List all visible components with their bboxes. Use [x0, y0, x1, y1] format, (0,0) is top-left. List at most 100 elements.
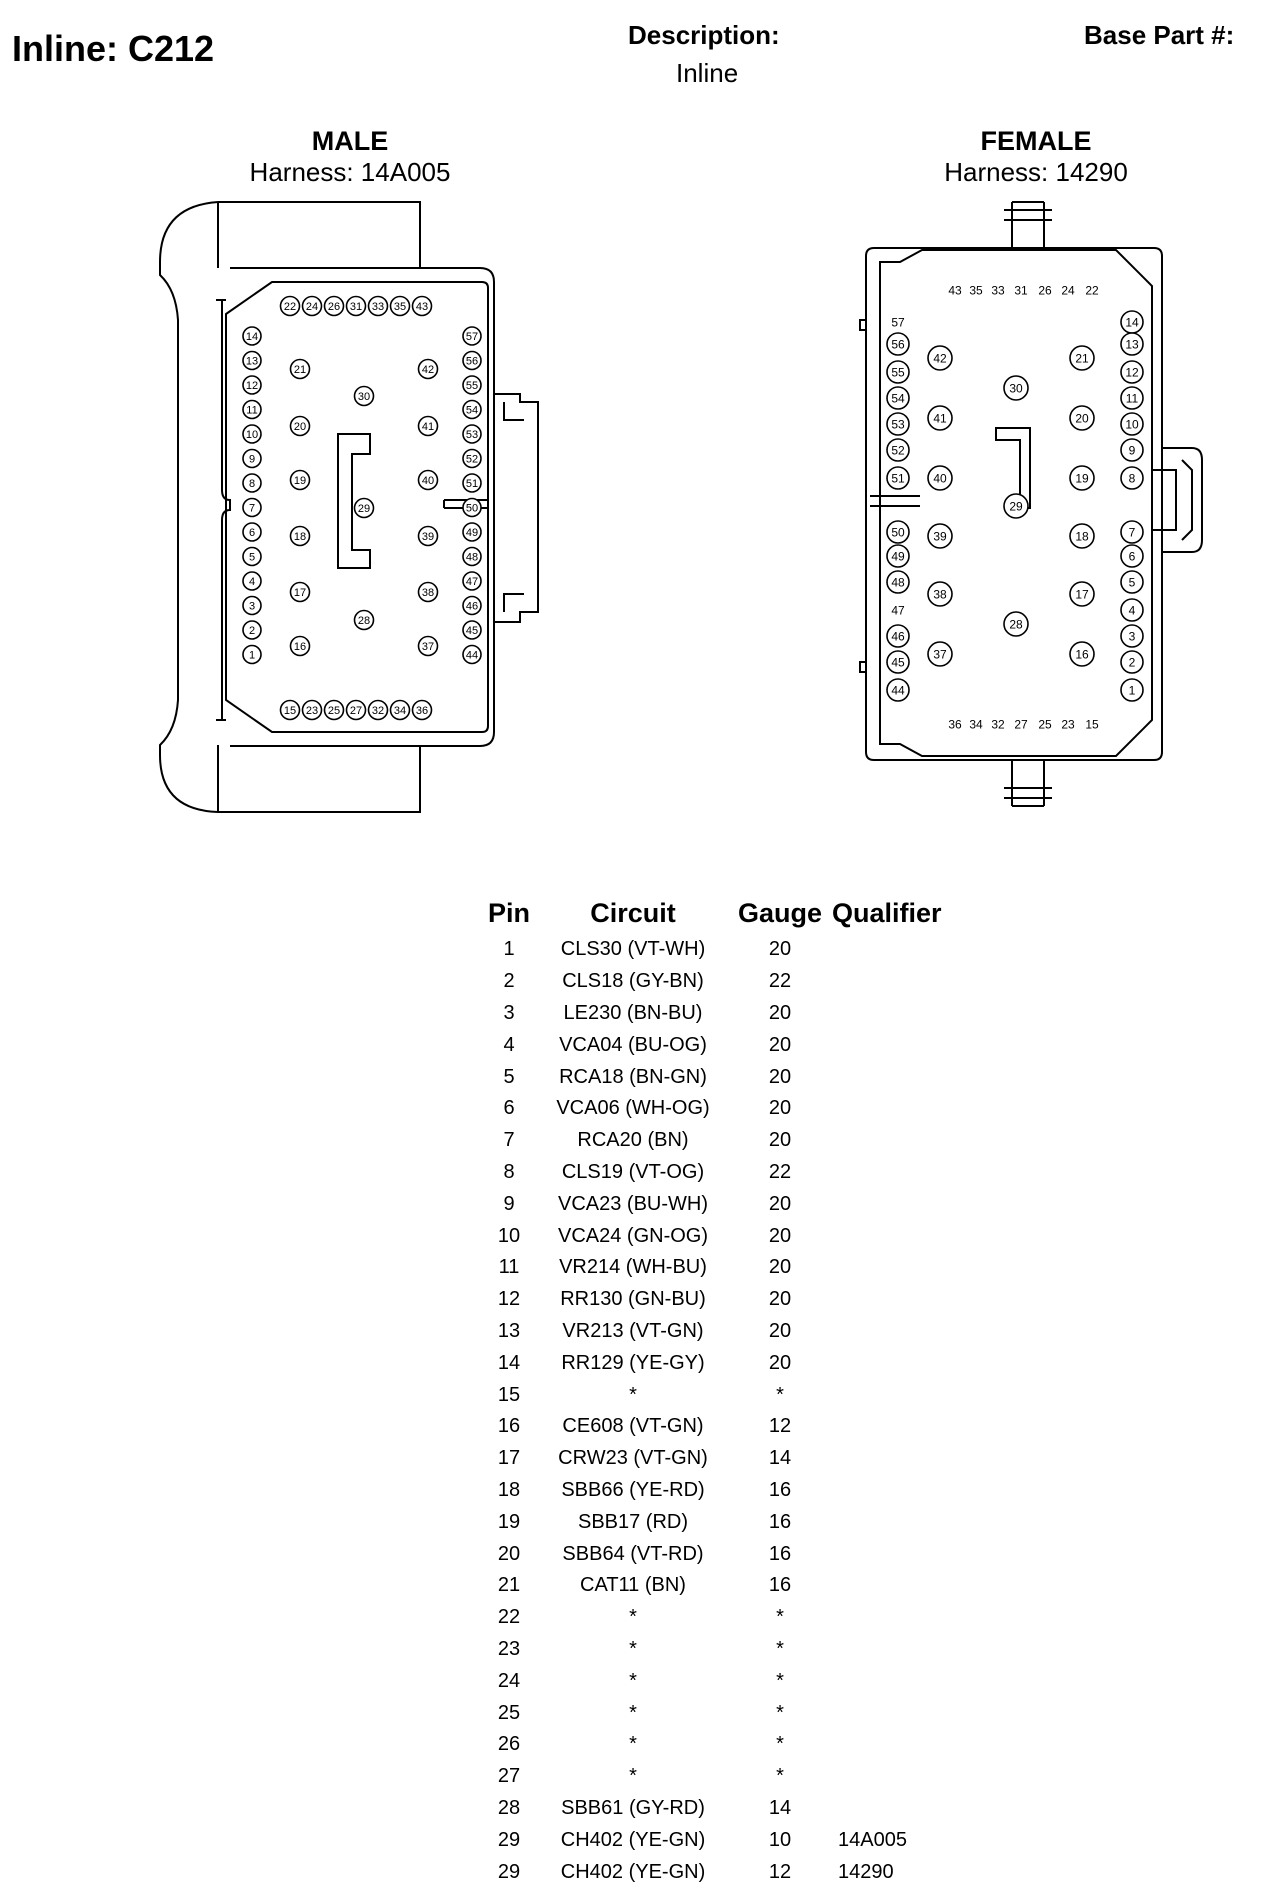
circuit-cell: RR130 (GN-BU) — [560, 1288, 706, 1311]
svg-text:44: 44 — [466, 649, 478, 661]
connector-pin: 44 — [886, 678, 910, 702]
svg-text:13: 13 — [246, 355, 258, 367]
connector-pin: 13 — [242, 350, 262, 371]
connector-pin: 50 — [886, 520, 910, 544]
connector-pin: 56 — [462, 350, 482, 371]
svg-text:26: 26 — [328, 301, 340, 313]
svg-text:35: 35 — [394, 301, 406, 313]
connector-pin: 17 — [1069, 581, 1095, 607]
connector-pin: 34 — [389, 699, 411, 721]
svg-text:44: 44 — [891, 683, 905, 697]
svg-text:6: 6 — [1129, 549, 1136, 563]
qualifier-cell — [832, 1475, 948, 1507]
connector-pin: 6 — [242, 522, 262, 542]
gauge-cell: * — [776, 1383, 784, 1406]
connector-pin: 38 — [927, 581, 953, 607]
gauge-cell: * — [776, 1733, 784, 1756]
female-label: FEMALE — [980, 126, 1092, 156]
gauge-cell: 16 — [768, 1542, 792, 1565]
pin-cell: 9 — [503, 1192, 515, 1215]
pin-cell: 3 — [503, 1001, 515, 1024]
qualifier-cell — [832, 934, 948, 966]
gauge-cell: * — [776, 1701, 784, 1724]
circuit-cell: VCA23 (BU-WH) — [557, 1192, 708, 1215]
circuit-cell: SBB64 (VT-RD) — [562, 1542, 704, 1565]
circuit-cell: RR129 (YE-GY) — [561, 1351, 705, 1374]
connector-pin: 14 — [242, 326, 262, 346]
svg-text:8: 8 — [249, 478, 255, 490]
connector-pin: 23 — [301, 699, 323, 721]
connector-pin: 12 — [242, 375, 262, 395]
svg-text:38: 38 — [933, 587, 947, 601]
gauge-cell: * — [776, 1765, 784, 1788]
connector-pin: 18 — [1069, 523, 1095, 549]
pin-cell: 17 — [497, 1447, 521, 1470]
svg-text:15: 15 — [1085, 717, 1099, 731]
svg-text:45: 45 — [466, 625, 478, 637]
connector-pin: 22 — [279, 295, 301, 317]
svg-text:27: 27 — [1014, 717, 1028, 731]
connector-title: Inline: C212 — [12, 28, 215, 69]
pin-cell: 5 — [503, 1065, 515, 1088]
base-part-label: Base Part #: — [1084, 20, 1235, 50]
svg-text:48: 48 — [891, 575, 905, 589]
pin-cell: 29 — [497, 1828, 521, 1851]
connector-pin: 15 — [279, 699, 301, 721]
circuit-cell: VR214 (WH-BU) — [559, 1256, 707, 1279]
svg-text:40: 40 — [933, 471, 947, 485]
svg-text:9: 9 — [1129, 443, 1136, 457]
connector-pin: 22 — [1085, 283, 1099, 297]
connector-pin: 27 — [345, 699, 367, 721]
connector-pin: 51 — [886, 466, 910, 490]
svg-text:53: 53 — [466, 429, 478, 441]
svg-text:36: 36 — [416, 705, 428, 717]
gauge-cell: 20 — [768, 1319, 792, 1342]
svg-text:30: 30 — [358, 391, 370, 403]
svg-text:23: 23 — [306, 705, 318, 717]
connector-pin: 23 — [1061, 717, 1075, 731]
svg-text:10: 10 — [1125, 417, 1139, 431]
gauge-cell: 20 — [768, 1033, 792, 1056]
circuit-cell: CLS18 (GY-BN) — [562, 970, 704, 993]
pin-cell: 26 — [497, 1733, 521, 1756]
header-circuit: Circuit — [590, 897, 676, 928]
svg-text:49: 49 — [891, 549, 905, 563]
pin-cell: 24 — [497, 1669, 521, 1692]
header-qualifier: Qualifier — [832, 897, 942, 928]
circuit-cell: VCA24 (GN-OG) — [557, 1224, 709, 1247]
male-harness: Harness: 14A005 — [249, 157, 451, 187]
connector-pin: 18 — [289, 525, 311, 547]
svg-text:20: 20 — [1075, 411, 1089, 425]
connector-pin: 43 — [411, 295, 433, 317]
pin-cell: 29 — [497, 1860, 521, 1883]
svg-text:17: 17 — [294, 587, 306, 599]
svg-text:47: 47 — [466, 576, 478, 588]
gauge-cell: 12 — [768, 1860, 792, 1883]
svg-text:43: 43 — [416, 301, 428, 313]
svg-text:25: 25 — [1038, 717, 1052, 731]
svg-text:19: 19 — [294, 475, 306, 487]
circuit-cell: VCA04 (BU-OG) — [559, 1033, 707, 1056]
svg-text:56: 56 — [466, 355, 478, 367]
connector-pin: 4 — [242, 571, 262, 591]
connector-pin: 53 — [462, 424, 482, 444]
pin-cell: 16 — [497, 1415, 521, 1438]
gauge-cell: 22 — [768, 970, 792, 993]
svg-text:46: 46 — [891, 629, 905, 643]
svg-text:39: 39 — [422, 531, 434, 543]
connector-pin: 45 — [462, 620, 482, 640]
qualifier-cell — [832, 1347, 948, 1379]
connector-pin: 39 — [417, 525, 439, 547]
circuit-cell: CRW23 (VT-GN) — [558, 1447, 708, 1470]
svg-text:11: 11 — [246, 404, 257, 416]
connector-pin: 39 — [927, 523, 953, 549]
svg-text:7: 7 — [249, 502, 255, 514]
pin-cell: 25 — [497, 1701, 521, 1724]
circuit-cell: * — [629, 1733, 637, 1756]
pin-cell: 13 — [497, 1319, 521, 1342]
